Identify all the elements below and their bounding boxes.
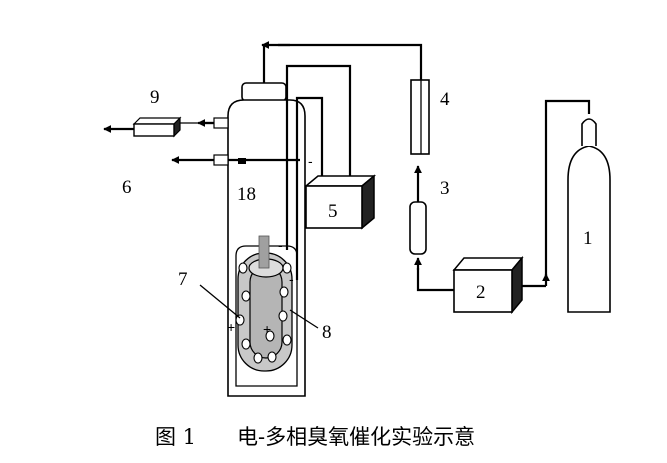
label-gas-cylinder: 1: [583, 228, 593, 249]
label-ozone-generator: 2: [476, 282, 486, 303]
polarity-plus-center: +: [263, 321, 271, 337]
figure-number: 图 1: [155, 425, 196, 449]
label-power-supply: 5: [328, 201, 338, 222]
pointer-line-8: [289, 309, 319, 329]
polarity-minus-mid: -: [278, 237, 283, 253]
label-off-gas-outlet: 6: [122, 177, 132, 198]
polarity-minus-top: -: [308, 153, 313, 169]
label-item-18: 18: [237, 184, 256, 205]
label-drying-tube: 3: [440, 178, 450, 199]
drying-tube: [409, 201, 427, 255]
label-catalyst-layer: 8: [322, 322, 332, 343]
flow-meter-tube: [410, 79, 430, 155]
polarity-minus-side: -: [289, 271, 294, 287]
ozone-generator-box: [452, 255, 524, 315]
figure-caption: 电-多相臭氧催化实验示意: [237, 425, 475, 449]
label-outer-electrode: 7: [178, 269, 188, 290]
pointer-line-7: [199, 284, 241, 319]
gas-cylinder: [567, 118, 611, 313]
off-gas-lines: [103, 116, 214, 164]
electrode-wires: [285, 64, 352, 280]
electrode-assembly: [235, 235, 293, 372]
label-gas-absorber: 9: [150, 87, 160, 108]
polarity-plus-left: +: [227, 319, 235, 335]
label-flow-meter: 4: [440, 89, 450, 110]
power-supply-box: [303, 174, 377, 230]
